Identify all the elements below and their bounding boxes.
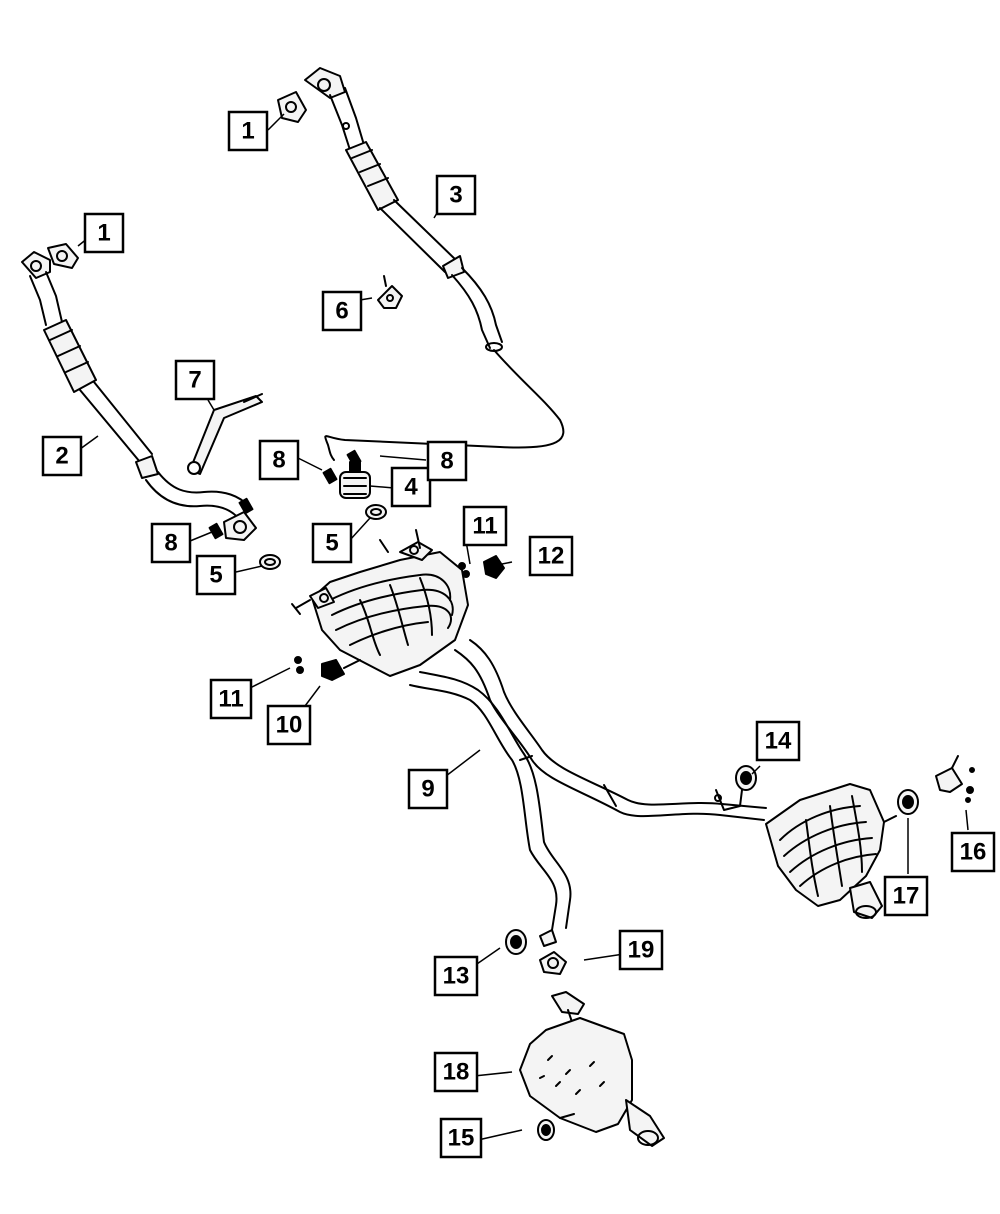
callout-10: 10 xyxy=(266,704,312,746)
sensor-wire xyxy=(324,349,565,461)
callout-13: 13 xyxy=(433,955,479,997)
callout-label: 19 xyxy=(628,937,655,964)
callout-label: 1 xyxy=(97,220,110,247)
part-1-gasket-left xyxy=(47,243,79,269)
part-15-clamp xyxy=(537,1119,555,1141)
callout-8-upper-left: 8 xyxy=(258,439,300,481)
part-11-nuts xyxy=(294,562,470,674)
callout-label: 2 xyxy=(55,443,68,470)
leader-lines xyxy=(75,113,969,1141)
callout-5-left: 5 xyxy=(195,554,237,596)
callout-label: 13 xyxy=(443,963,470,990)
callout-4: 4 xyxy=(390,466,432,508)
callout-label: 15 xyxy=(448,1125,475,1152)
part-17-isolator xyxy=(897,789,919,815)
right-muffler xyxy=(765,783,897,919)
part-12-isolator xyxy=(483,555,505,579)
callout-label: 3 xyxy=(449,182,462,209)
callout-label: 5 xyxy=(209,562,222,589)
callout-17: 17 xyxy=(883,875,929,917)
callout-label: 10 xyxy=(276,712,303,739)
callout-label: 16 xyxy=(960,839,987,866)
part-4-sensor xyxy=(339,461,371,499)
callout-6: 6 xyxy=(321,290,363,332)
callout-label: 1 xyxy=(241,118,254,145)
callout-label: 18 xyxy=(443,1059,470,1086)
part-18-rear-muffler xyxy=(519,991,665,1147)
part-5-gaskets xyxy=(259,504,387,570)
callout-18: 18 xyxy=(433,1051,479,1093)
callout-label: 7 xyxy=(188,367,201,394)
callouts: 1 1 2 3 4 5 5 6 xyxy=(41,110,996,1159)
callout-5-right: 5 xyxy=(311,522,353,564)
part-6-hanger xyxy=(377,275,403,309)
callout-label: 8 xyxy=(272,447,285,474)
callout-19: 19 xyxy=(618,929,664,971)
part-14-isolator xyxy=(735,765,757,791)
part-10-isolator xyxy=(321,659,361,681)
callout-16: 16 xyxy=(950,831,996,873)
callout-label: 17 xyxy=(893,883,920,910)
callout-label: 8 xyxy=(440,448,453,475)
callout-9: 9 xyxy=(407,768,449,810)
callout-1-upper: 1 xyxy=(227,110,269,152)
part-8-studs xyxy=(208,449,362,540)
callout-11-lower: 11 xyxy=(209,678,253,720)
callout-label: 5 xyxy=(325,530,338,557)
callout-label: 12 xyxy=(538,543,565,570)
callout-3: 3 xyxy=(435,174,477,216)
callout-8-upper-right: 8 xyxy=(426,440,468,482)
part-7-bracket xyxy=(187,393,263,475)
callout-11-upper: 11 xyxy=(462,505,508,547)
part-1-gasket-upper xyxy=(277,91,307,123)
callout-label: 8 xyxy=(164,530,177,557)
callout-label: 9 xyxy=(421,776,434,803)
callout-label: 11 xyxy=(472,513,497,540)
callout-7: 7 xyxy=(174,359,216,401)
part-16-hanger xyxy=(935,755,975,803)
callout-2: 2 xyxy=(41,435,83,477)
part-13-isolator xyxy=(505,929,527,955)
callout-8-lower: 8 xyxy=(150,522,192,564)
callout-12: 12 xyxy=(528,535,574,577)
callout-1-left: 1 xyxy=(83,212,125,254)
callout-label: 14 xyxy=(765,728,792,755)
callout-label: 11 xyxy=(218,686,243,713)
callout-14: 14 xyxy=(755,720,801,762)
callout-label: 6 xyxy=(335,298,348,325)
part-2-front-pipe-left xyxy=(21,251,257,541)
part-19-flange xyxy=(539,929,567,975)
callout-15: 15 xyxy=(439,1117,483,1159)
callout-label: 4 xyxy=(404,474,418,501)
part-3-front-pipe-right xyxy=(304,67,503,352)
part-9-center-exhaust xyxy=(291,529,767,931)
